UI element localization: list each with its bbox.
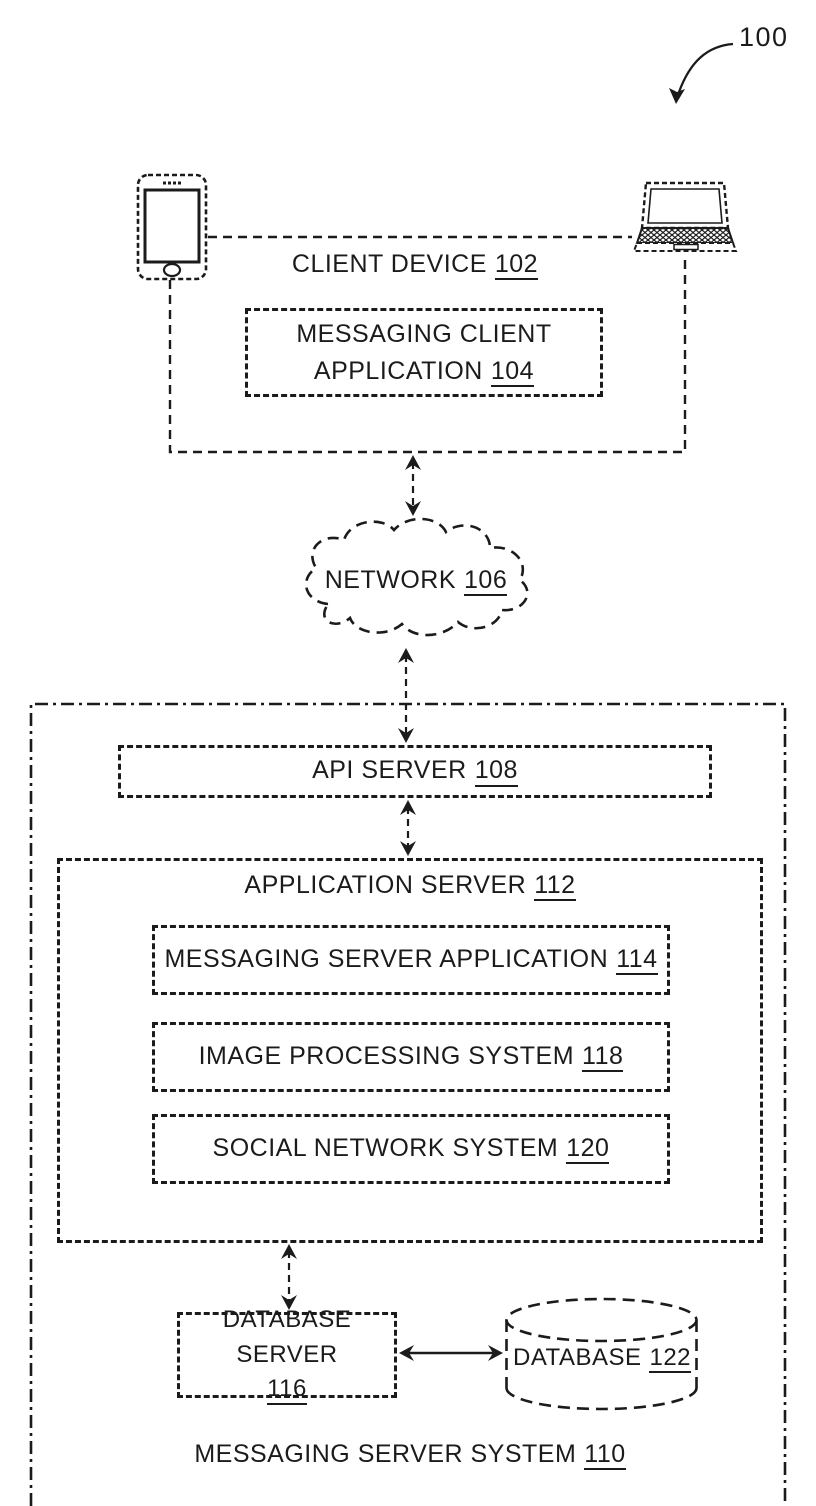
arrow-network-api [398, 648, 414, 743]
arrow-dbserver-database [399, 1345, 503, 1361]
smartphone-icon [136, 173, 208, 281]
cylinder-icon [505, 1297, 698, 1411]
cloud-icon [304, 517, 529, 637]
database-server-label: DATABASE SERVER 116 [180, 1303, 394, 1407]
arrow-api-appserver [400, 800, 416, 856]
messaging-server-system-box [29, 702, 787, 1506]
arrow-appserver-dbserver [281, 1244, 297, 1310]
client-device-group-outline [168, 260, 687, 454]
laptop-icon [632, 181, 738, 252]
figure-ref-arrow [669, 42, 734, 104]
figure-ref-label: 100 [739, 22, 789, 52]
arrow-client-network [405, 455, 421, 516]
database-server-box: DATABASE SERVER 116 [177, 1306, 397, 1405]
